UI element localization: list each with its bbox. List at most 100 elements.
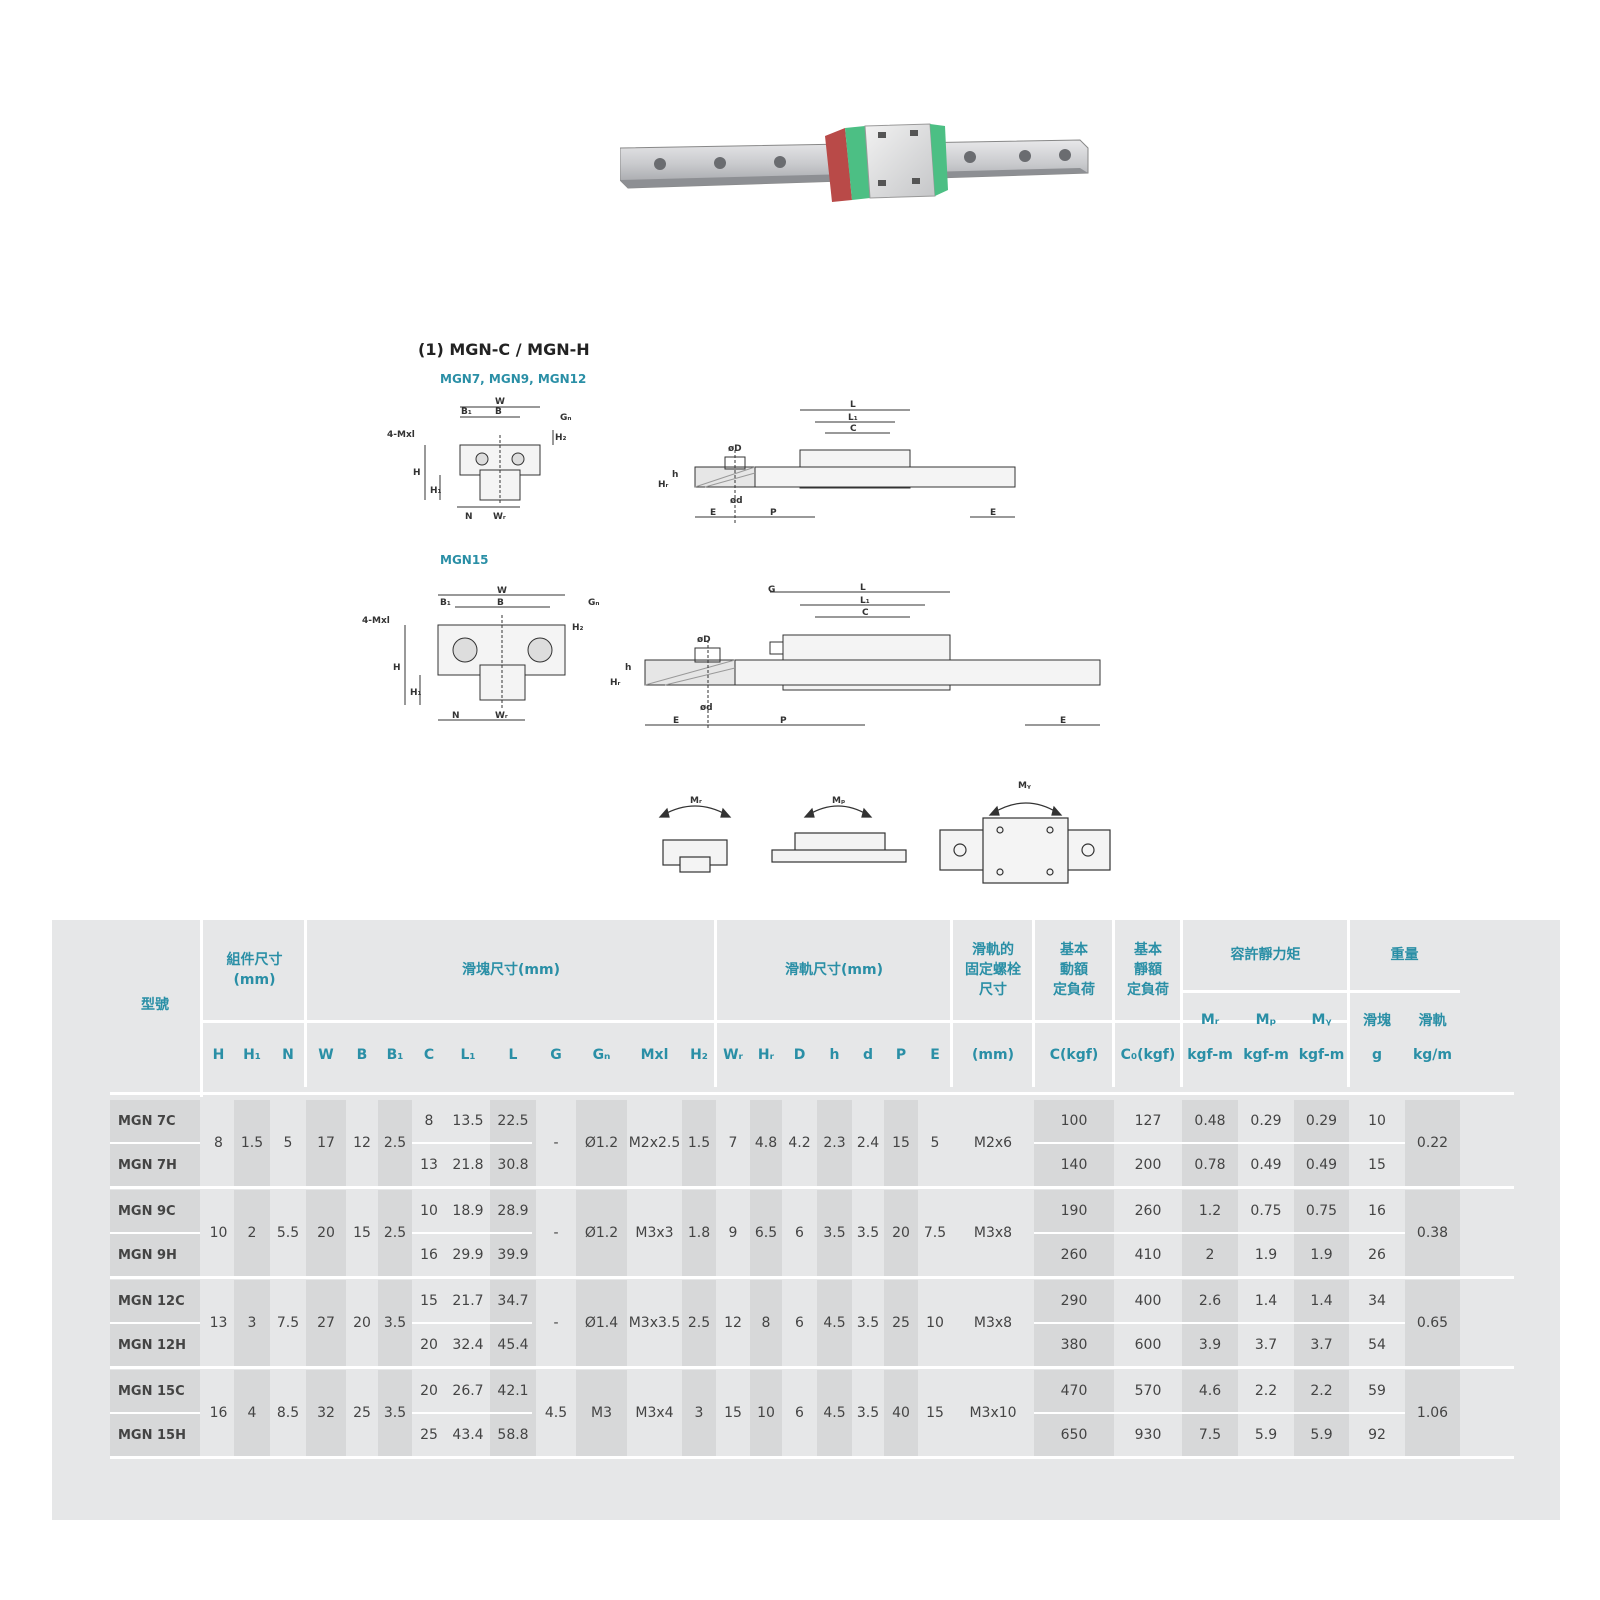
col-header-2: N — [282, 1047, 294, 1063]
table-divider — [1034, 1412, 1405, 1414]
table-band — [576, 1370, 627, 1456]
cell-d-g0: 4.2 — [788, 1135, 811, 1151]
cell-e-g3: 15 — [926, 1405, 944, 1421]
col-header-21: C(kgf) — [1049, 1047, 1099, 1063]
cell-static-load: 200 — [1134, 1157, 1162, 1173]
table-band — [682, 1370, 716, 1456]
front1-label-g: Gₙ — [560, 413, 572, 423]
side2-label-hr: Hᵣ — [610, 678, 621, 688]
table-band — [576, 1100, 627, 1186]
cell-block-weight: 26 — [1368, 1247, 1386, 1263]
side2-label-e: E — [673, 716, 679, 726]
cell-l: 45.4 — [497, 1337, 529, 1353]
table-band — [817, 1190, 852, 1276]
cell-l: 30.8 — [497, 1157, 529, 1173]
cell-b1-g1: 2.5 — [383, 1225, 407, 1241]
cell-g-g1: - — [553, 1225, 559, 1241]
table-band — [750, 1280, 782, 1366]
table-band — [306, 1280, 346, 1366]
col-header-23: kgf-m — [1187, 1047, 1233, 1063]
header-assembly: 組件尺寸 (mm) — [226, 952, 283, 988]
col-header-13: Wᵣ — [723, 1047, 743, 1063]
cell-d-g2: 6 — [795, 1315, 804, 1331]
table-band — [750, 1190, 782, 1276]
cell-b-g3: 25 — [353, 1405, 371, 1421]
cell-d-g3: 6 — [795, 1405, 804, 1421]
cell-dynamic-load: 470 — [1060, 1383, 1088, 1399]
table-band — [378, 1280, 412, 1366]
cell-n-g1: 5.5 — [276, 1225, 300, 1241]
col-header-0: H — [212, 1047, 225, 1063]
cell-wr-g1: 9 — [728, 1225, 738, 1241]
cell-w-g3: 32 — [317, 1405, 335, 1421]
model-name: MGN 7C — [118, 1113, 176, 1129]
col-header-16: h — [829, 1047, 840, 1063]
cell-b-g2: 20 — [353, 1315, 371, 1331]
table-divider — [1034, 1232, 1405, 1234]
cell-p-g1: 20 — [892, 1225, 910, 1241]
table-divider — [714, 915, 717, 1087]
table-band — [817, 1100, 852, 1186]
cell-rail-weight-g0: 0.22 — [1416, 1135, 1449, 1151]
side2-label-c: C — [862, 608, 869, 618]
table-divider — [110, 1322, 200, 1324]
cell-block-weight: 34 — [1368, 1293, 1386, 1309]
front1-label-wr: Wᵣ — [493, 512, 506, 522]
front1-label-n: N — [465, 512, 473, 522]
side2-label-e2: E — [1060, 716, 1066, 726]
cell-l1: 43.4 — [452, 1427, 484, 1443]
header-dynamic: 基本 動額 定負荷 — [1053, 942, 1095, 998]
cell-b1-g2: 3.5 — [383, 1315, 407, 1331]
col-header-15: D — [793, 1047, 806, 1063]
header-mp: Mₚ — [1255, 1012, 1277, 1028]
cell-h-g1: 10 — [209, 1225, 228, 1241]
cell-block-weight: 16 — [1368, 1203, 1386, 1219]
cell-gn-g1: Ø1.2 — [584, 1225, 619, 1241]
cell-mxl-g1: M3x3 — [635, 1225, 674, 1241]
cell-h1-g0: 1.5 — [240, 1135, 264, 1151]
col-header-26: g — [1371, 1047, 1383, 1063]
cell-w-g2: 27 — [317, 1315, 335, 1331]
table-band — [750, 1100, 782, 1186]
cell-h1-g1: 2 — [247, 1225, 257, 1241]
front1-label-w: W — [495, 397, 505, 407]
col-header-14: Hᵣ — [757, 1047, 775, 1063]
cell-static-load: 400 — [1134, 1293, 1162, 1309]
table-band — [1405, 1370, 1460, 1456]
cell-h2-g0: 1.5 — [687, 1135, 711, 1151]
cell-l1: 21.8 — [452, 1157, 484, 1173]
table-band — [817, 1370, 852, 1456]
group2-label: MGN15 — [440, 553, 489, 567]
section-title: (1) MGN-C / MGN-H — [418, 340, 590, 359]
cell-mxl-g3: M3x4 — [635, 1405, 674, 1421]
cell-b1-g3: 3.5 — [383, 1405, 407, 1421]
cell-dynamic-load: 260 — [1060, 1247, 1088, 1263]
side-view-drawing-small: L L₁ C øD h Hᵣ ød E P E — [658, 400, 1016, 525]
header-my: Mᵧ — [1311, 1012, 1332, 1028]
model-name: MGN 9H — [118, 1247, 177, 1263]
cell-e-g2: 10 — [926, 1315, 944, 1331]
cell-static-load: 930 — [1134, 1427, 1162, 1443]
cell-l1: 13.5 — [452, 1113, 484, 1129]
table-divider — [1032, 915, 1035, 1087]
cell-mr: 0.78 — [1194, 1157, 1226, 1173]
header-model: 型號 — [141, 997, 169, 1013]
cell-bolt-g2: M3x8 — [973, 1315, 1013, 1331]
side2-label-l: L — [860, 583, 866, 593]
side2-label-l1: L₁ — [860, 596, 870, 606]
moment-mp-label: Mₚ — [832, 796, 845, 806]
front2-label-m: 4-Mxl — [362, 616, 390, 626]
cell-dynamic-load: 100 — [1060, 1113, 1088, 1129]
table-divider — [110, 1412, 200, 1414]
table-band — [306, 1100, 346, 1186]
col-header-12: H₂ — [690, 1047, 708, 1063]
cell-p-g0: 15 — [892, 1135, 910, 1151]
table-band — [884, 1370, 918, 1456]
cell-block-weight: 59 — [1368, 1383, 1386, 1399]
cell-c: 15 — [420, 1293, 438, 1309]
cell-d-g3: 3.5 — [856, 1405, 880, 1421]
cell-my: 2.2 — [1310, 1383, 1333, 1399]
cell-l: 28.9 — [497, 1203, 529, 1219]
cell-dynamic-load: 650 — [1060, 1427, 1088, 1443]
side-view-drawing-mgn15: G L L₁ C øD h Hᵣ ød E P E — [610, 583, 1101, 730]
